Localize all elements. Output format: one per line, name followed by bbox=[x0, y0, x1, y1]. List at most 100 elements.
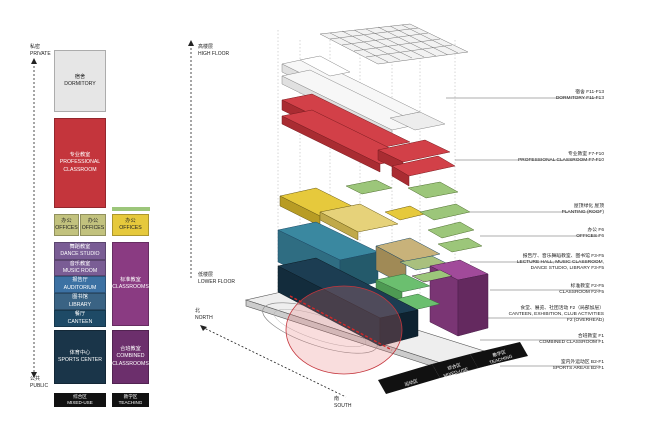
right-offices-en: OFFICES bbox=[119, 225, 142, 231]
dormitory-cn: 宿舍 bbox=[74, 73, 86, 80]
north-label: 北 NORTH bbox=[195, 308, 213, 321]
annotation-combined-en: COMBINED CLASSROOM F1 bbox=[539, 340, 604, 346]
library-en: LIBRARY bbox=[68, 301, 92, 308]
north-cn: 北 bbox=[195, 308, 201, 314]
bar-offices-a: 办公 OFFICES bbox=[54, 214, 79, 236]
private-cn: 私密 bbox=[30, 44, 41, 50]
annotation-offices-cn: 办公 F6 bbox=[587, 228, 604, 233]
bar-combined-classrooms: 合班教室 COMBINED CLASSROOMS bbox=[112, 330, 149, 384]
annotation-lecture: 报告厅、音乐舞蹈教室、图书馆 F3-F5 LECTURE HALL, MUSIC… bbox=[517, 254, 604, 273]
offices-b-cn: 办公 bbox=[87, 217, 99, 224]
bar-dance-studio: 舞蹈教室 DANCE STUDIO bbox=[54, 242, 106, 260]
annotation-professional-en: PROFESSIONAL CLASSROOM F7-F10 bbox=[518, 158, 604, 164]
annotation-classroom-cn: 标准教室 F2-F5 bbox=[570, 284, 604, 289]
public-en: PUBLIC bbox=[30, 382, 49, 389]
annotation-sports-en: SPORTS AREAS B2-F1 bbox=[552, 366, 604, 372]
private-public-axis bbox=[31, 58, 37, 378]
annotation-planting: 屋顶绿化 屋顶 PLANTING (ROOF) bbox=[562, 204, 604, 216]
tag-mixed-use: 综合区 MIXED-USE bbox=[54, 393, 106, 407]
bar-auditorium: 报告厅 AUDITORIUM bbox=[54, 276, 106, 293]
low-floor-cn: 低楼层 bbox=[198, 272, 214, 278]
canteen-cn: 餐厅 bbox=[74, 311, 86, 318]
annotation-offices-en: OFFICES F6 bbox=[576, 234, 604, 240]
south-en: SOUTH bbox=[334, 402, 352, 409]
annotation-canteen-en2: F2 (OVERHEAD) bbox=[566, 318, 604, 324]
annotation-lecture-cn: 报告厅、音乐舞蹈教室、图书馆 F3-F5 bbox=[522, 254, 604, 259]
private-label: 私密 PRIVATE bbox=[30, 44, 51, 57]
annotation-lecture-en1: LECTURE HALL, MUSIC CLASSROOM, bbox=[516, 260, 604, 266]
bar-music-room: 音乐教室 MUSIC ROOM bbox=[54, 260, 106, 276]
annotation-canteen-en1: CANTEEN, EXHIBITION, CLUB ACTIVITIES bbox=[508, 312, 604, 318]
tag-teaching-en: TEACHING bbox=[118, 400, 143, 405]
right-offices-cn: 办公 bbox=[125, 217, 136, 224]
annotation-canteen: 食堂、展览、社团活动 F2（局部加层） CANTEEN, EXHIBITION,… bbox=[509, 306, 604, 325]
tag-mixed-en: MIXED-USE bbox=[67, 400, 93, 405]
north-en: NORTH bbox=[195, 314, 213, 321]
annotation-classroom: 标准教室 F2-F5 CLASSROOM F2-F5 bbox=[559, 284, 604, 296]
bar-library: 图书馆 LIBRARY bbox=[54, 293, 106, 310]
bar-green-strip bbox=[112, 207, 150, 211]
dormitory-en: DORMITORY bbox=[64, 81, 96, 87]
leader-lines bbox=[446, 97, 600, 367]
music-cn: 音乐教室 bbox=[69, 260, 91, 267]
auditorium-en: AUDITORIUM bbox=[63, 284, 97, 291]
music-en: MUSIC ROOM bbox=[62, 268, 98, 274]
offices-b-en: OFFICES bbox=[81, 225, 105, 231]
annotation-dormitory-en: DORMITORY F11-F13 bbox=[555, 96, 604, 102]
annotation-classroom-en: CLASSROOM F2-F5 bbox=[559, 290, 604, 296]
annotation-dormitory-cn: 宿舍 F11-F13 bbox=[575, 90, 604, 95]
planting-volumes bbox=[345, 179, 483, 253]
sports-area-highlight bbox=[285, 285, 403, 375]
north-south-axis bbox=[200, 325, 347, 398]
bar-standard-classrooms: 标准教室 CLASSROOMS bbox=[112, 242, 149, 326]
tag-mixed-cn: 综合区 bbox=[73, 394, 87, 400]
high-floor-label: 高楼层 HIGH FLOOR bbox=[198, 44, 229, 57]
annotation-professional: 专业教室 F7-F10 PROFESSIONAL CLASSROOM F7-F1… bbox=[518, 152, 604, 164]
combined-en1: COMBINED bbox=[116, 353, 145, 360]
sports-en: SPORTS CENTER bbox=[57, 357, 102, 363]
annotation-sports-cn: 室内外运动区 B2-F1 bbox=[560, 360, 604, 365]
standard-en: CLASSROOMS bbox=[112, 284, 149, 290]
professional-cn: 专业教室 bbox=[69, 152, 91, 159]
library-cn: 图书馆 bbox=[72, 294, 88, 301]
professional-en2: CLASSROOM bbox=[63, 166, 97, 173]
combined-en2: CLASSROOMS bbox=[112, 360, 149, 367]
offices-a-cn: 办公 bbox=[61, 217, 72, 224]
roof-lattice bbox=[319, 23, 469, 65]
bar-right-offices: 办公 OFFICES bbox=[112, 214, 149, 236]
annotation-combined: 合班教室 F1 COMBINED CLASSROOM F1 bbox=[539, 334, 604, 346]
sports-center-volume bbox=[277, 257, 419, 347]
annotation-combined-cn: 合班教室 F1 bbox=[577, 334, 604, 339]
iso-ground-tags bbox=[378, 342, 528, 394]
high-low-axis bbox=[188, 40, 194, 280]
bar-canteen: 餐厅 CANTEEN bbox=[54, 310, 106, 327]
offices-volumes bbox=[279, 187, 426, 241]
south-cn: 南 bbox=[334, 396, 340, 402]
tag-teaching-cn: 教学区 bbox=[123, 394, 138, 400]
dance-en: DANCE STUDIO bbox=[60, 251, 100, 257]
dance-cn: 舞蹈教室 bbox=[69, 243, 91, 250]
public-cn: 公共 bbox=[30, 376, 41, 382]
canteen-en: CANTEEN bbox=[67, 318, 93, 325]
annotation-professional-cn: 专业教室 F7-F10 bbox=[568, 152, 604, 157]
annotation-planting-en: PLANTING (ROOF) bbox=[561, 210, 604, 216]
low-floor-en: LOWER FLOOR bbox=[198, 278, 235, 285]
tag-teaching: 教学区 TEACHING bbox=[112, 393, 149, 407]
standard-cn: 标准教室 bbox=[120, 276, 141, 283]
south-label: 南 SOUTH bbox=[334, 396, 352, 409]
bar-dormitory: 宿舍 DORMITORY bbox=[54, 50, 106, 112]
annotation-sports: 室内外运动区 B2-F1 SPORTS AREAS B2-F1 bbox=[553, 360, 604, 372]
sports-cn: 体育中心 bbox=[69, 349, 91, 356]
offices-a-en: OFFICES bbox=[55, 225, 78, 231]
annotation-dormitory: 宿舍 F11-F13 DORMITORY F11-F13 bbox=[556, 90, 604, 102]
annotation-planting-cn: 屋顶绿化 屋顶 bbox=[573, 204, 604, 209]
annotation-canteen-cn: 食堂、展览、社团活动 F2（局部加层） bbox=[520, 306, 604, 311]
combined-cn: 合班教室 bbox=[120, 346, 141, 353]
bar-professional-classroom: 专业教室 PROFESSIONAL CLASSROOM bbox=[54, 118, 106, 208]
auditorium-cn: 报告厅 bbox=[72, 277, 88, 284]
public-label: 公共 PUBLIC bbox=[30, 376, 48, 389]
high-floor-cn: 高楼层 bbox=[198, 44, 214, 50]
bar-sports-center: 体育中心 SPORTS CENTER bbox=[54, 330, 106, 384]
